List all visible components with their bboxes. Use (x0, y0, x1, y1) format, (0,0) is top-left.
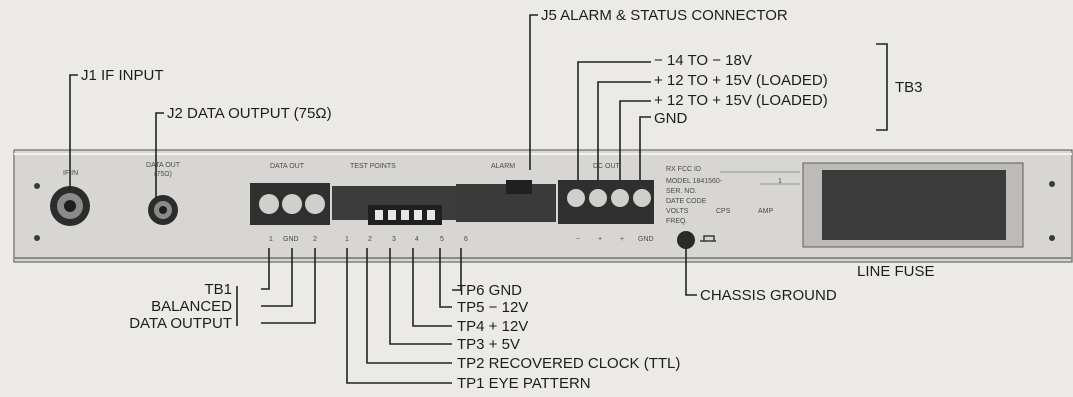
test-points-block (332, 186, 456, 225)
label-tp4: TP4 + 12V (457, 319, 528, 334)
j1-connector (50, 186, 90, 226)
label-tp6-gnd: TP6 GND (457, 283, 522, 298)
label-plus-12-to-15v-b: + 12 TO + 15V (LOADED) (654, 93, 828, 108)
label-line-fuse: LINE FUSE (857, 264, 935, 279)
label-gnd: GND (654, 111, 687, 126)
tp-num-4: 4 (415, 236, 419, 244)
tb1-terminal-block (250, 183, 330, 225)
label-tp3: TP3 + 5V (457, 337, 520, 352)
dc-mark-plus-1: + (598, 236, 602, 244)
j5-alarm-connector (456, 180, 556, 222)
plate-model-suffix: 1 (778, 178, 782, 186)
label-minus-14-to-18v: − 14 TO − 18V (654, 53, 752, 68)
label-tp1-eye-pattern: TP1 EYE PATTERN (457, 376, 591, 391)
panel-if-in: IF IN (63, 170, 78, 178)
panel-data-out-left: DATA OUT (146, 162, 180, 170)
dc-mark-minus: − (576, 236, 580, 244)
plate-date: DATE CODE (666, 198, 706, 206)
line-fuse-holder (803, 163, 1023, 247)
panel-data-out-tb: DATA OUT (270, 163, 304, 171)
plate-amp: AMP (758, 208, 773, 216)
tp-num-5: 5 (440, 236, 444, 244)
label-j1-if-input: J1 IF INPUT (81, 68, 164, 83)
label-balanced: BALANCED (80, 299, 232, 314)
label-tp5: TP5 − 12V (457, 300, 528, 315)
label-tp2-recovered-clock: TP2 RECOVERED CLOCK (TTL) (457, 356, 680, 371)
tb3-terminal-block (558, 180, 654, 224)
tp-num-2: 2 (368, 236, 372, 244)
tb1-num-2: 2 (313, 236, 317, 244)
panel-dc-out: DC OUT (593, 163, 620, 171)
label-j5-alarm-status-connector: J5 ALARM & STATUS CONNECTOR (541, 8, 788, 23)
panel-test-points: TEST POINTS (350, 163, 396, 171)
dc-mark-gnd: GND (638, 236, 654, 244)
label-tb1: TB1 (120, 282, 232, 297)
dc-mark-plus-2: + (620, 236, 624, 244)
panel-alarm: ALARM (491, 163, 515, 171)
label-j2-data-output: J2 DATA OUTPUT (75Ω) (167, 106, 332, 121)
plate-volts: VOLTS (666, 208, 688, 216)
plate-ser: SER. NO. (666, 188, 697, 196)
plate-cps: CPS (716, 208, 730, 216)
label-data-output: DATA OUTPUT (60, 316, 232, 331)
tb1-num-gnd: GND (283, 236, 299, 244)
panel-data-out-75: (75Ω) (146, 171, 180, 179)
plate-rx-fcc: RX FCC ID (666, 166, 701, 174)
plate-freq: FREQ. (666, 218, 687, 226)
tp-num-3: 3 (392, 236, 396, 244)
tp-num-6: 6 (464, 236, 468, 244)
tp-num-1: 1 (345, 236, 349, 244)
label-tb3: TB3 (895, 80, 923, 95)
label-plus-12-to-15v-a: + 12 TO + 15V (LOADED) (654, 73, 828, 88)
plate-model: MODEL 1841560- (666, 178, 722, 186)
j2-connector (148, 195, 178, 225)
label-chassis-ground: CHASSIS GROUND (700, 288, 837, 303)
tb1-num-1: 1 (269, 236, 273, 244)
